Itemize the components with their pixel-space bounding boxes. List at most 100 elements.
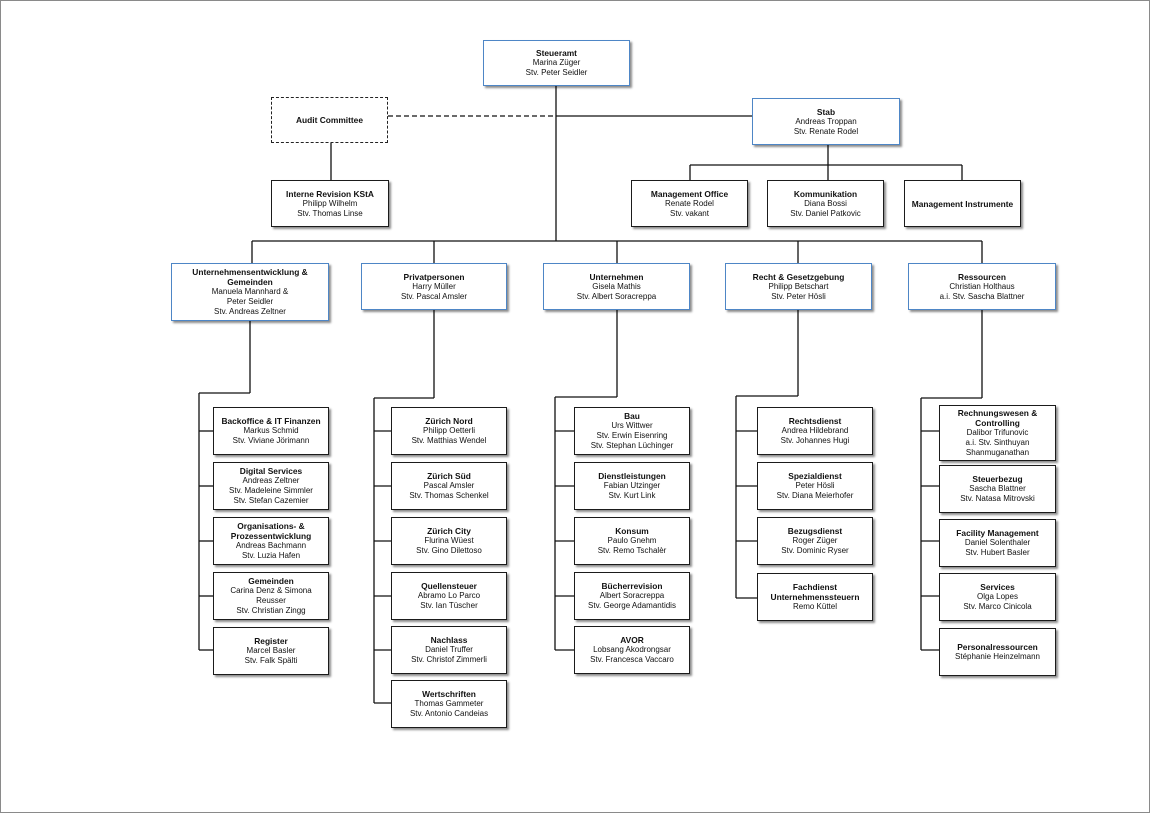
org-box-person-line: Daniel Truffer [425, 645, 473, 654]
org-box-person-line: Stv. Johannes Hugi [780, 436, 850, 445]
org-box-mgmt-instr: Management Instrumente [904, 180, 1021, 227]
org-box-title: Register [254, 636, 288, 646]
org-box-person-line: Stv. Daniel Patkovic [790, 208, 861, 218]
org-box-person-line: Renate Rodel [665, 198, 714, 208]
org-box-person-line: Philipp Oetterli [422, 426, 476, 435]
org-box-title: Bücherrevision [601, 581, 663, 591]
org-box-person-line: Stv. Christof Zimmerli [411, 655, 487, 664]
org-box-person-line: Fabian Utzinger [603, 481, 661, 490]
org-box-person-line: Stv. Pascal Amsler [400, 291, 468, 301]
org-box-person-line: Flurina Wüest [424, 536, 474, 545]
org-box-person-line: Stv. Matthias Wendel [411, 436, 487, 445]
org-box-person-line: Stv. Antonio Candeias [409, 709, 489, 718]
org-box-title: Spezialdienst [788, 471, 842, 481]
org-box-title: Interne Revision KStA [286, 188, 374, 199]
org-box-person-line: Stv. Kurt Link [608, 491, 656, 500]
org-box-person-line: Paulo Gnehm [607, 536, 657, 545]
org-box-title: Zürich City [427, 526, 471, 536]
org-box-title: Facility Management [956, 528, 1039, 538]
org-box-person-line: Stv. Madeleine Simmler [229, 486, 313, 495]
org-box-title: Steuerbezug [972, 474, 1023, 484]
org-box-person-line: a.i. Stv. Sinthuyan [965, 438, 1030, 447]
org-box-title: Rechtsdienst [788, 416, 842, 426]
org-box-person-line: Stv. Peter Seidler [525, 68, 588, 77]
org-box-person-line: Stv. Thomas Linse [297, 208, 363, 218]
org-box-title: Audit Committee [296, 115, 363, 125]
org-box-person-line: Stv. Erwin Eisenring [596, 431, 668, 440]
org-box-person-line: Markus Schmid [243, 426, 299, 435]
org-box-person-line: Peter Seidler [226, 297, 274, 306]
org-box-person-line: Urs Wittwer [611, 421, 653, 430]
org-box-title: Management Instrumente [911, 198, 1014, 209]
org-box-person-line: Stv. Luzia Hafen [241, 551, 301, 560]
org-box-person-line: Marcel Basler [246, 646, 296, 655]
org-box-person-line: a.i. Stv. Sascha Blattner [939, 291, 1025, 301]
org-box-person-line: Roger Züger [792, 536, 838, 545]
org-box-audit: Audit Committee [271, 97, 388, 143]
org-box-title: Management Office [650, 188, 729, 199]
org-box-title: Ressourcen [958, 271, 1006, 282]
org-box-person-line: Peter Hösli [795, 481, 835, 490]
org-box-person-line: Stv. Renate Rodel [793, 126, 859, 136]
org-box-title: Recht & Gesetzgebung [752, 271, 845, 282]
org-box-person-line: Stéphanie Heinzelmann [955, 652, 1040, 661]
org-box-person-line: Remo Küttel [792, 602, 838, 611]
org-box-person-line: Andrea Hildebrand [781, 426, 849, 435]
org-box-person-line: Marina Züger [532, 58, 581, 67]
org-box-title: Organisations- & Prozessentwicklung [230, 521, 312, 541]
org-box-person-line: Andreas Zeltner [242, 476, 300, 485]
org-box-person-line: Stv. Dominic Ryser [781, 546, 849, 555]
org-box-title: Digital Services [239, 466, 303, 476]
org-box-person-line: Stv. Falk Spälti [244, 656, 298, 665]
org-box-title: Dienstleistungen [598, 471, 666, 481]
org-box-title: Unternehmen [589, 271, 644, 282]
org-box-person-line: Stv. Francesca Vaccaro [590, 655, 674, 664]
org-box-person-line: Stv. Hubert Basler [965, 548, 1030, 557]
org-box-title: Bezugsdienst [787, 526, 843, 536]
org-box-title: Stab [816, 106, 836, 117]
org-box-title: Fachdienst Unternehmenssteuern [770, 582, 860, 602]
org-box-person-line: Albert Soracreppa [599, 591, 665, 600]
org-box-person-line: Thomas Gammeter [414, 699, 484, 708]
org-box-title: Bau [624, 411, 640, 421]
org-box-person-line: Olga Lopes [977, 592, 1018, 601]
org-box-title: Zürich Süd [427, 471, 471, 481]
org-box-person-line: Stv. Peter Hösli [771, 291, 826, 301]
org-box-person-line: Philipp Wilhelm [302, 198, 358, 208]
org-box-person-line: Stv. vakant [670, 208, 709, 218]
org-box-person-line: Shanmuganathan [965, 448, 1030, 457]
org-box-person-line: Stv. Andreas Zeltner [214, 307, 286, 316]
org-box-person-line: Andreas Bachmann [235, 541, 307, 550]
org-box-title: Personalressourcen [957, 642, 1038, 652]
org-box-person-line: Stv. Natasa Mitrovski [960, 494, 1035, 503]
org-box-title: Quellensteuer [421, 581, 477, 591]
org-box-title: Gemeinden [248, 576, 294, 586]
org-box-title: Wertschriften [422, 689, 476, 699]
org-box-title: Steueramt [536, 48, 577, 58]
org-box-person-line: Stv. Christian Zingg [236, 606, 306, 615]
org-box-person-line: Sascha Blattner [969, 484, 1026, 493]
